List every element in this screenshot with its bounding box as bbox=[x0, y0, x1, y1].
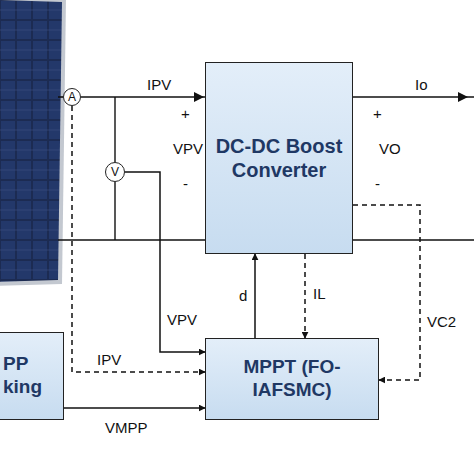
signal-name: d bbox=[238, 288, 248, 305]
signal-line-dashed bbox=[72, 106, 205, 372]
signal-line bbox=[254, 254, 256, 338]
signal-name: VPV bbox=[172, 141, 204, 158]
signal-name: VO bbox=[378, 141, 402, 158]
current-arrow bbox=[458, 92, 468, 102]
solar-panel-frame bbox=[0, 0, 66, 286]
polarity-sign: - bbox=[182, 176, 189, 193]
signal-name: Io bbox=[414, 77, 429, 94]
signal-name: IPV bbox=[96, 352, 122, 369]
polarity-sign: + bbox=[372, 106, 383, 123]
wire bbox=[114, 182, 115, 240]
voltmeter-symbol: V bbox=[105, 162, 125, 182]
signal-line bbox=[64, 407, 205, 409]
signal-name: IL bbox=[312, 286, 327, 303]
wire bbox=[347, 96, 474, 98]
signal-line bbox=[125, 172, 205, 352]
polarity-sign: - bbox=[374, 176, 381, 193]
wire bbox=[58, 239, 205, 241]
wire bbox=[81, 96, 205, 98]
signal-name: VC2 bbox=[426, 314, 457, 331]
tracking-box: PP king bbox=[0, 332, 64, 420]
solar-panel bbox=[0, 0, 62, 282]
signal-line-dashed bbox=[304, 254, 306, 338]
signal-name: IPV bbox=[146, 77, 172, 94]
converter-box: DC-DC Boost Converter bbox=[205, 62, 353, 254]
box-title: PP king bbox=[3, 353, 42, 399]
box-title: DC-DC Boost Converter bbox=[212, 134, 346, 182]
box-title: MPPT (FO-IAFSMC) bbox=[212, 356, 372, 402]
ammeter-symbol: A bbox=[63, 88, 81, 106]
meter-letter: A bbox=[68, 90, 76, 104]
controller-box: MPPT (FO-IAFSMC) bbox=[205, 338, 379, 420]
meter-letter: V bbox=[111, 165, 119, 179]
current-arrow bbox=[194, 92, 204, 102]
signal-name: VPV bbox=[166, 312, 198, 329]
wire bbox=[114, 97, 115, 162]
polarity-sign: + bbox=[180, 106, 191, 123]
wire bbox=[347, 239, 474, 241]
signal-name: VMPP bbox=[104, 420, 149, 437]
